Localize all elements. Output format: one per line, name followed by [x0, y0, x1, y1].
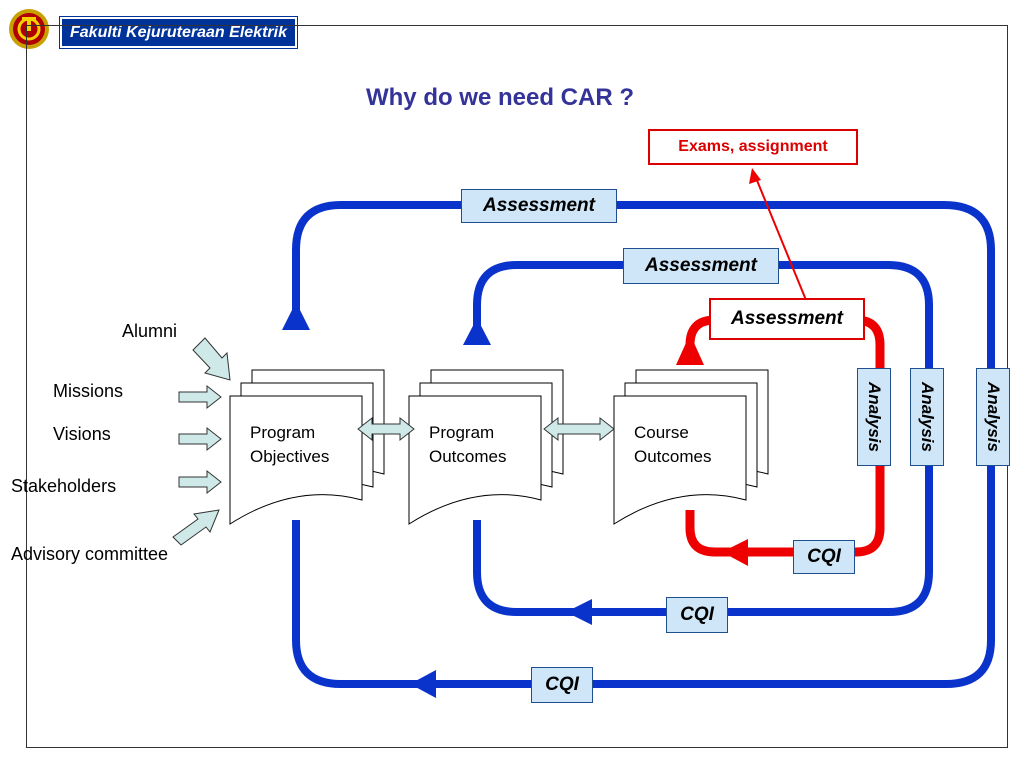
faculty-logo — [9, 9, 49, 49]
program-objectives-text: Program Objectives — [250, 423, 330, 466]
visions-arrow — [178, 426, 222, 452]
middle-assessment-label: Assessment — [623, 248, 779, 284]
outer-cqi-label: CQI — [531, 667, 593, 703]
outer-loop-up-arrow — [282, 302, 310, 330]
inner-analysis-text: Analysis — [865, 382, 884, 452]
course-outcomes-stack — [613, 369, 769, 525]
callout-arrowhead — [749, 168, 761, 184]
double-arrow-objectives-outcomes — [357, 416, 415, 442]
course-outcomes-text: Course Outcomes — [634, 423, 712, 466]
inner-cqi-label: CQI — [793, 540, 855, 574]
program-objectives-stack — [229, 369, 385, 525]
middle-loop-left-arrow — [566, 599, 592, 625]
middle-loop-up-arrow — [463, 318, 491, 345]
input-label-advisory-committee: Advisory committee — [11, 544, 169, 564]
outer-analysis-label: Analysis — [976, 368, 1010, 466]
middle-cqi-label: CQI — [666, 597, 728, 633]
input-label-missions: Missions — [53, 381, 124, 401]
double-arrow-outcomes-course — [543, 416, 615, 442]
middle-analysis-label: Analysis — [910, 368, 944, 466]
program-outcomes-text: Program Outcomes — [429, 423, 507, 466]
middle-analysis-text: Analysis — [918, 382, 937, 452]
inner-loop-up-arrow — [676, 334, 704, 365]
alumni-arrow — [192, 337, 231, 381]
inner-assessment-label: Assessment — [709, 298, 865, 340]
input-label-stakeholders: Stakeholders — [11, 476, 117, 496]
input-label-visions: Visions — [53, 424, 111, 444]
outer-analysis-text: Analysis — [984, 382, 1003, 452]
inner-loop-left-arrow — [722, 539, 748, 566]
outer-loop-left-arrow — [410, 670, 436, 698]
faculty-header-label: Fakulti Kejuruteraan Elektrik — [60, 17, 297, 48]
outer-assessment-label: Assessment — [461, 189, 617, 223]
callout-line — [755, 177, 807, 301]
inner-analysis-label: Analysis — [857, 368, 891, 466]
advisory-arrow — [172, 509, 220, 546]
exams-assignment-callout: Exams, assignment — [648, 129, 858, 165]
missions-arrow — [178, 384, 222, 410]
outer-loop-path — [292, 201, 995, 688]
program-outcomes-stack — [408, 369, 564, 525]
input-label-alumni: Alumni — [122, 321, 178, 341]
slide-title: Why do we need CAR ? — [365, 84, 634, 111]
stakeholders-arrow — [178, 469, 222, 495]
